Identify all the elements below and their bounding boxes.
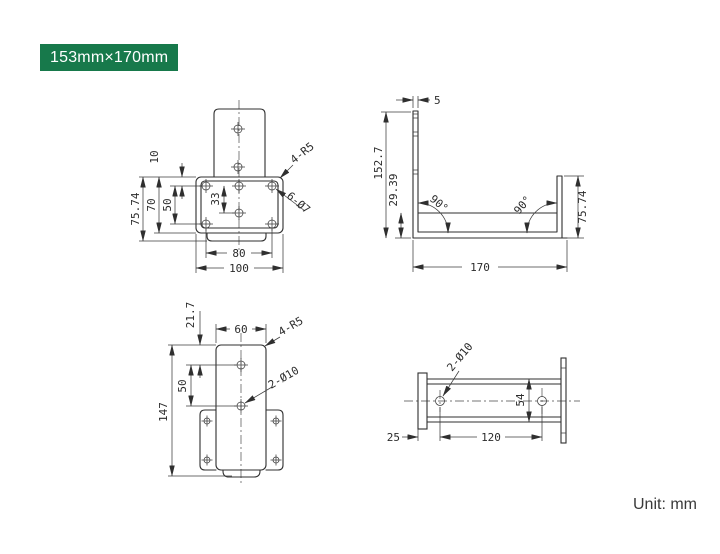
hole	[201, 415, 213, 427]
hole	[201, 454, 213, 466]
channel-outline	[412, 110, 568, 239]
label-fillet: 4-R5	[276, 314, 305, 339]
extension-lines	[417, 407, 543, 441]
size-badge-label: 153mm×170mm	[50, 48, 169, 66]
dim-33: 33	[209, 192, 222, 205]
hole	[231, 205, 247, 221]
front-view: 75.74 70 50 10 33 80 100 4-R5 6-Ø7	[129, 100, 317, 275]
dim-25: 25	[387, 431, 400, 444]
plate-outline	[215, 344, 267, 471]
dim-29-39: 29.39	[387, 173, 400, 206]
extension-lines	[139, 176, 284, 273]
hole	[270, 415, 282, 427]
plate-outline	[195, 176, 284, 234]
dim-21-7: 21.7	[184, 302, 197, 329]
dim-54: 54	[514, 393, 527, 407]
hole	[270, 454, 282, 466]
back-plate	[560, 357, 567, 444]
dim-70: 70	[145, 198, 158, 211]
dim-5: 5	[434, 94, 441, 107]
extension-lines	[168, 324, 267, 477]
tube-outline	[213, 108, 266, 178]
extension-lines	[381, 96, 584, 272]
label-fillet: 4-R5	[288, 140, 317, 167]
angle-left-label: 90°	[427, 192, 451, 215]
rails	[426, 378, 562, 423]
dim-60: 60	[234, 323, 247, 336]
hole	[233, 357, 249, 373]
dim-152-7: 152.7	[372, 146, 385, 179]
hole	[264, 216, 280, 232]
dim-50: 50	[161, 198, 174, 211]
dim-100: 100	[229, 262, 249, 275]
unit-label: Unit: mm	[633, 496, 697, 513]
hole	[230, 159, 246, 175]
lower-front-view: 60 21.7 50 147 4-R5 2-Ø10	[157, 302, 305, 486]
hole	[233, 398, 249, 414]
bottom-tab	[222, 469, 261, 478]
plate-inner-face	[200, 180, 279, 229]
dim-75-74: 75.74	[129, 192, 142, 225]
dim-120: 120	[481, 431, 501, 444]
hole	[230, 121, 246, 137]
left-end-cap	[417, 372, 428, 430]
dim-75-74-side: 75.74	[576, 190, 589, 223]
dim-80: 80	[232, 247, 245, 260]
wall-seam-marks	[413, 113, 418, 175]
angle-arc-left	[417, 200, 451, 234]
label-holes: 6-Ø7	[284, 189, 313, 216]
label-holes: 2-Ø10	[266, 364, 301, 392]
dim-10: 10	[148, 150, 161, 163]
tube-end-tab	[206, 232, 267, 242]
right-wing	[265, 409, 284, 471]
angle-arc-right	[524, 200, 558, 234]
dim-50: 50	[176, 379, 189, 392]
lower-side-view: 2-Ø10 54 120 25	[387, 340, 580, 444]
dim-170: 170	[470, 261, 490, 274]
side-view: 5 152.7 29.39 90° 90° 75.74 170	[372, 94, 589, 274]
back-plate-marks	[561, 367, 566, 434]
left-wing	[199, 409, 217, 471]
size-badge: 153mm×170mm	[40, 44, 179, 71]
label-holes: 2-Ø10	[444, 340, 475, 374]
dim-147: 147	[157, 402, 170, 422]
